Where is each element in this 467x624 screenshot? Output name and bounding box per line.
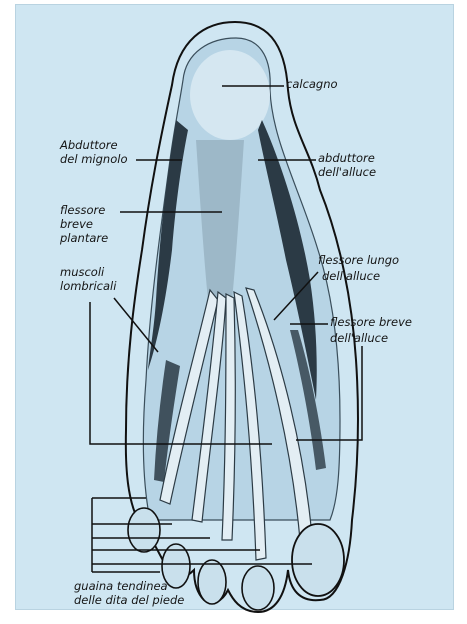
toe-2 — [242, 566, 274, 610]
label-muscoli-lombricali-line1: muscoli — [60, 265, 105, 279]
label-abduttore-mignolo-line2: del mignolo — [60, 152, 127, 166]
label-flessore-lungo-alluce-line1: flessore lungo — [318, 253, 399, 267]
toe-1-hallux — [292, 524, 344, 596]
label-flessore-breve-alluce-line2: dell'alluce — [330, 331, 388, 345]
label-abduttore-alluce-line1: abduttore — [318, 151, 375, 165]
label-guaina-line1: guaina tendinea — [74, 579, 168, 593]
label-abduttore-alluce-line2: dell'alluce — [318, 165, 376, 179]
heel-area — [190, 50, 270, 140]
label-flessore-lungo-alluce-line2: dell'alluce — [322, 269, 380, 283]
label-muscoli-lombricali-line2: lombricali — [60, 279, 117, 293]
label-abduttore-mignolo-line1: Abduttore — [59, 138, 118, 152]
label-flessore-breve-plantare-line2: breve — [60, 217, 93, 231]
label-flessore-breve-plantare-line3: plantare — [59, 231, 108, 245]
label-flessore-breve-alluce-line1: flessore breve — [330, 315, 412, 329]
label-flessore-breve-plantare-line1: flessore — [60, 203, 105, 217]
toe-3 — [198, 560, 226, 604]
toe-5 — [128, 508, 160, 552]
label-guaina-line2: delle dita del piede — [74, 593, 184, 607]
label-calcagno: calcagno — [286, 77, 338, 91]
